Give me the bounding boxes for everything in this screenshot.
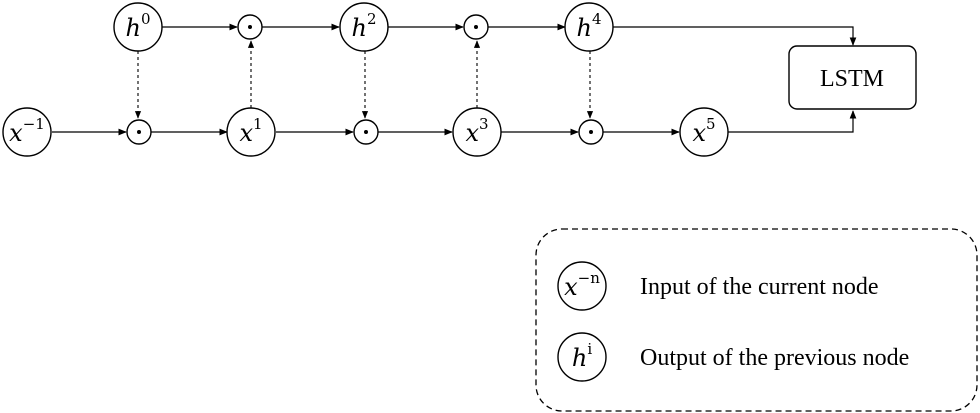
legend-text: Input of the current node [640, 274, 879, 300]
input-node-x5: x5 [679, 107, 729, 157]
legend-sup: i [587, 340, 592, 358]
node-base: x [239, 119, 253, 147]
node-base: h [125, 14, 140, 42]
input-node-x1: x1 [226, 107, 276, 157]
svg-text:h4: h4 [576, 10, 601, 42]
node-base: h [351, 14, 366, 42]
hidden-node-h0: h0 [113, 2, 163, 52]
svg-text:h0: h0 [125, 10, 150, 42]
legend-item-input: x−n Input of the current node [557, 261, 879, 311]
hidden-node-h4: h4 [564, 2, 614, 52]
svg-text:h2: h2 [351, 10, 376, 42]
legend-text: Output of the previous node [640, 345, 909, 371]
svg-text:hi: hi [572, 340, 592, 372]
svg-text:x−1: x−1 [9, 115, 45, 147]
edge-h4-to-lstm [613, 26, 857, 46]
svg-text:x−n: x−n [564, 269, 600, 301]
node-sup: 3 [479, 115, 489, 133]
node-base: x [9, 119, 23, 147]
lstm-box: LSTM [788, 45, 917, 110]
node-base: x [692, 119, 706, 147]
legend-base: h [572, 344, 587, 372]
operator-node [126, 119, 152, 145]
operator-node [237, 14, 263, 40]
svg-text:x5: x5 [692, 115, 715, 147]
lstm-label: LSTM [820, 66, 884, 92]
edge-x5-to-lstm [728, 110, 857, 133]
node-sup: 5 [706, 115, 716, 133]
node-sup: 1 [253, 115, 263, 133]
operator-node [463, 14, 489, 40]
legend-base: x [564, 273, 578, 301]
input-node-x3: x3 [452, 107, 502, 157]
operator-node [578, 119, 604, 145]
operator-node [353, 119, 379, 145]
svg-text:x3: x3 [465, 115, 488, 147]
node-base: x [465, 119, 479, 147]
node-sup: −1 [23, 115, 45, 133]
input-node-x-minus1: x−1 [2, 107, 52, 157]
node-base: h [576, 14, 591, 42]
legend: x−n Input of the current node hi Output … [535, 228, 978, 412]
svg-text:x1: x1 [239, 115, 262, 147]
legend-item-output: hi Output of the previous node [557, 332, 909, 382]
legend-sup: −n [578, 269, 601, 287]
node-sup: 2 [367, 10, 377, 28]
node-sup: 0 [141, 10, 151, 28]
node-sup: 4 [592, 10, 602, 28]
hidden-node-h2: h2 [339, 2, 389, 52]
